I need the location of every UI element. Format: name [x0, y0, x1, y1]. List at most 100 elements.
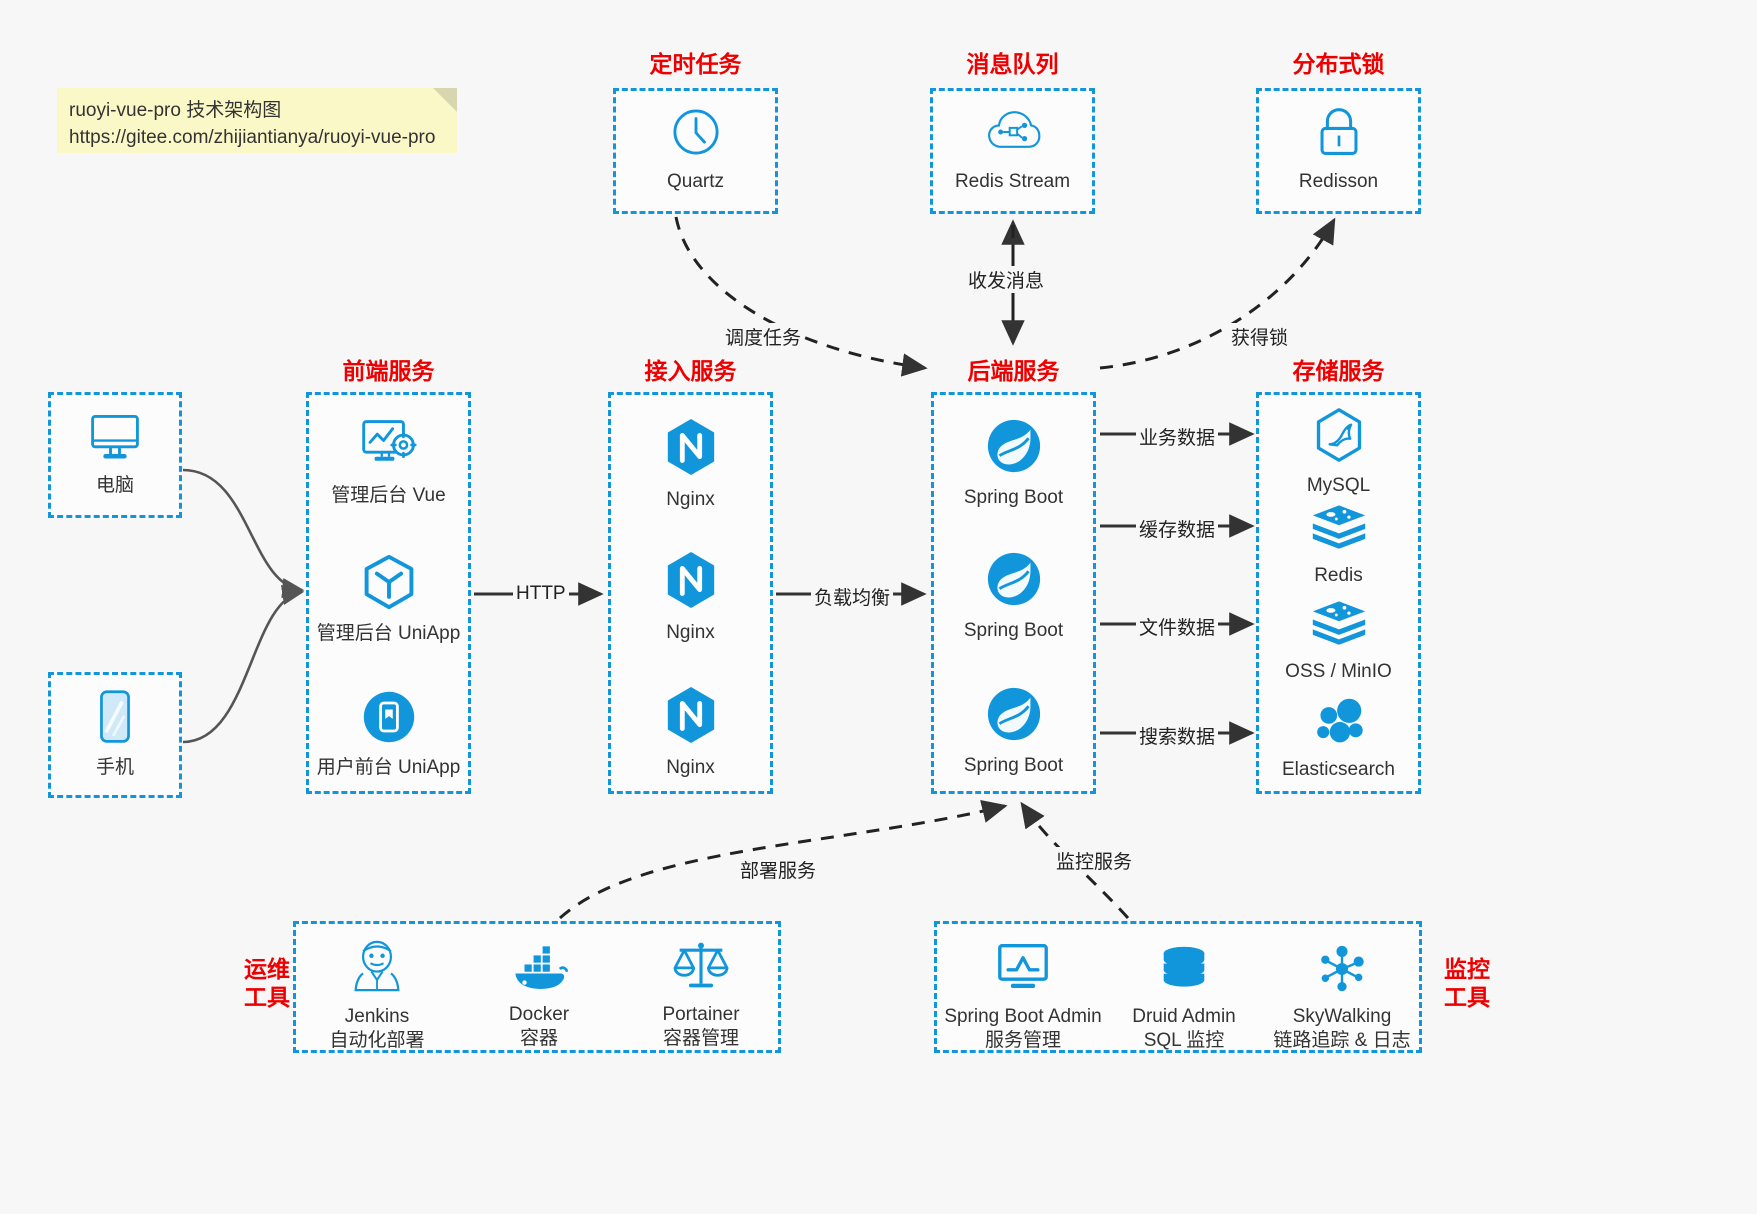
note-url: https://gitee.com/zhijiantianya/ruoyi-vu… [69, 126, 436, 148]
monitor-chart-icon [994, 942, 1052, 999]
group-title-frontend: 前端服务 [342, 358, 435, 384]
edge-label-cache-data: 缓存数据 [1136, 515, 1219, 542]
group-title-gateway: 接入服务 [644, 358, 737, 384]
node-label: Spring Boot Admin [944, 1006, 1102, 1027]
node-skywalking[interactable]: SkyWalking 链路追踪 & 日志 [1259, 944, 1425, 1053]
node-redis[interactable]: Redis [1259, 503, 1418, 588]
edge-label-file-data: 文件数据 [1136, 613, 1219, 640]
group-box-scheduled-task[interactable]: Quartz [613, 88, 778, 214]
group-title-storage: 存储服务 [1292, 358, 1385, 384]
diagram-note: ruoyi-vue-pro 技术架构图 https://gitee.com/zh… [57, 88, 457, 153]
docker-whale-icon [510, 946, 569, 997]
node-redisson[interactable]: Redisson [1259, 105, 1418, 194]
node-graph-icon [1315, 944, 1369, 999]
node-label: Docker [508, 1004, 570, 1025]
nginx-icon [663, 550, 719, 615]
devops-title-line1: 运维 [244, 956, 290, 982]
node-admin-uniapp[interactable]: 管理后台 UniApp [309, 553, 468, 646]
redis-stack-icon [1311, 503, 1367, 558]
edge-label-monitor-service: 监控服务 [1053, 847, 1136, 874]
nginx-icon [663, 685, 719, 750]
group-box-devops-tools[interactable]: Jenkins 自动化部署 Docker 容器 [293, 921, 781, 1053]
desktop-monitor-icon [87, 411, 143, 468]
node-label: Redis [1314, 565, 1363, 586]
node-sublabel: SQL 监控 [1143, 1029, 1225, 1051]
node-mobile[interactable]: 手机 [51, 689, 179, 780]
mysql-dolphin-icon [1312, 407, 1366, 468]
monitor-title-line2: 工具 [1444, 984, 1490, 1011]
node-label: Jenkins [344, 1006, 410, 1027]
node-label: Spring Boot [963, 487, 1064, 508]
node-spring-boot-1[interactable]: Spring Boot [934, 417, 1093, 510]
node-user-uniapp[interactable]: 用户前台 UniApp [309, 689, 468, 780]
node-label: Nginx [666, 622, 715, 643]
node-portainer[interactable]: Portainer 容器管理 [620, 940, 782, 1051]
node-label: 电脑 [95, 475, 134, 496]
group-box-client-mobile[interactable]: 手机 [48, 672, 182, 798]
edge-label-load-balance: 负载均衡 [811, 583, 894, 610]
edge-label-schedule-task: 调度任务 [722, 323, 805, 350]
node-label: 手机 [95, 757, 134, 778]
node-nginx-3[interactable]: Nginx [611, 685, 770, 780]
node-jenkins[interactable]: Jenkins 自动化部署 [296, 938, 458, 1053]
node-desktop[interactable]: 电脑 [51, 411, 179, 498]
spring-leaf-icon [985, 550, 1043, 613]
edge-label-acquire-lock: 获得锁 [1228, 323, 1292, 350]
node-sublabel: 容器 [519, 1027, 558, 1049]
note-fold-corner [433, 88, 457, 112]
database-cylinder-icon [1159, 946, 1209, 999]
node-spring-boot-2[interactable]: Spring Boot [934, 550, 1093, 643]
node-label: Quartz [666, 171, 725, 192]
group-box-storage[interactable]: MySQL Redis [1256, 392, 1421, 794]
group-box-message-queue[interactable]: Redis Stream [930, 88, 1095, 214]
edge-label-business-data: 业务数据 [1136, 423, 1219, 450]
elasticsearch-icon [1311, 695, 1367, 752]
edge-label-send-receive-message: 收发消息 [965, 266, 1048, 293]
node-druid-admin[interactable]: Druid Admin SQL 监控 [1109, 946, 1259, 1053]
node-label: Nginx [666, 489, 715, 510]
jenkins-butler-icon [351, 938, 403, 999]
cloud-network-icon [985, 105, 1041, 164]
node-sublabel: 服务管理 [984, 1029, 1061, 1051]
node-label: Elasticsearch [1282, 759, 1395, 780]
node-label: Nginx [666, 757, 715, 778]
group-box-client-desktop[interactable]: 电脑 [48, 392, 182, 518]
edge-label-deploy-service: 部署服务 [737, 856, 820, 883]
lock-icon [1314, 105, 1364, 164]
node-redis-stream[interactable]: Redis Stream [933, 105, 1092, 194]
group-title-scheduled-task: 定时任务 [649, 51, 742, 77]
node-label: 管理后台 UniApp [316, 623, 461, 644]
node-elasticsearch[interactable]: Elasticsearch [1259, 695, 1418, 782]
clock-icon [669, 105, 723, 164]
group-title-distributed-lock: 分布式锁 [1292, 51, 1385, 77]
object-storage-icon [1311, 599, 1367, 654]
node-quartz[interactable]: Quartz [616, 105, 775, 194]
node-sublabel: 自动化部署 [329, 1029, 425, 1051]
node-spring-boot-admin[interactable]: Spring Boot Admin 服务管理 [937, 942, 1109, 1053]
edge-label-search-data: 搜索数据 [1136, 722, 1219, 749]
group-box-monitor-tools[interactable]: Spring Boot Admin 服务管理 [934, 921, 1422, 1053]
spring-leaf-icon [985, 685, 1043, 748]
edge-label-http: HTTP [513, 583, 569, 605]
node-nginx-2[interactable]: Nginx [611, 550, 770, 645]
node-label: Redis Stream [954, 171, 1071, 192]
node-label: MySQL [1306, 475, 1371, 496]
spring-leaf-icon [985, 417, 1043, 480]
node-spring-boot-3[interactable]: Spring Boot [934, 685, 1093, 778]
group-box-distributed-lock[interactable]: Redisson [1256, 88, 1421, 214]
group-box-backend[interactable]: Spring Boot Spring Boot Spring Boot [931, 392, 1096, 794]
node-docker[interactable]: Docker 容器 [458, 946, 620, 1051]
node-sublabel: 容器管理 [662, 1027, 739, 1049]
node-admin-vue[interactable]: 管理后台 Vue [309, 417, 468, 508]
scales-balance-icon [672, 940, 730, 997]
node-oss-minio[interactable]: OSS / MinIO [1259, 599, 1418, 684]
group-box-frontend[interactable]: 管理后台 Vue 管理后台 UniApp 用户前台 UniApp [306, 392, 471, 794]
node-mysql[interactable]: MySQL [1259, 407, 1418, 498]
nginx-icon [663, 417, 719, 482]
node-sublabel: 链路追踪 & 日志 [1273, 1029, 1411, 1051]
group-box-gateway[interactable]: Nginx Nginx Nginx [608, 392, 773, 794]
node-label: Portainer [662, 1004, 740, 1025]
note-title: ruoyi-vue-pro 技术架构图 [69, 100, 282, 121]
node-nginx-1[interactable]: Nginx [611, 417, 770, 512]
